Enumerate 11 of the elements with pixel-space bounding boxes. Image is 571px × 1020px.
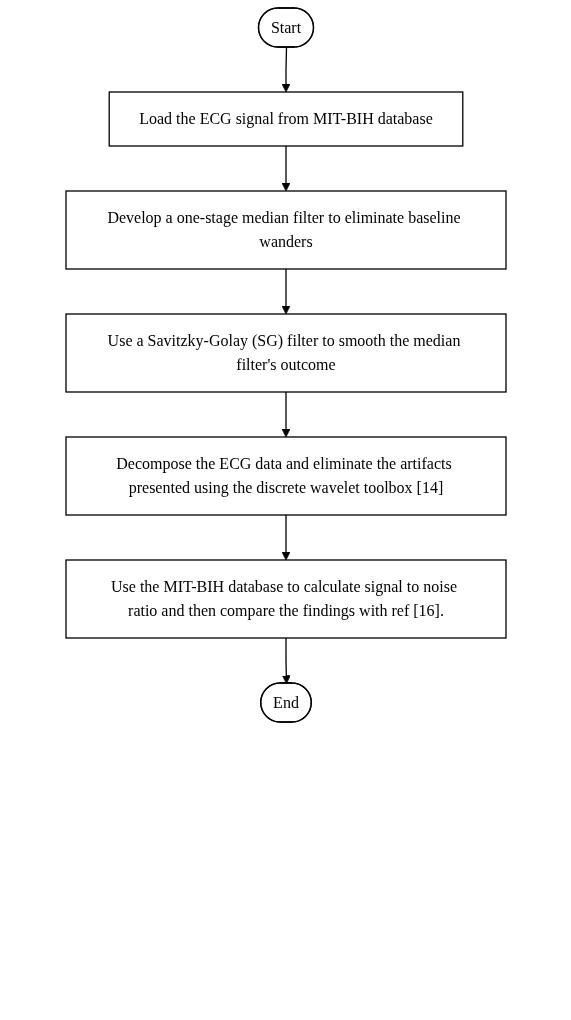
arrow — [281, 391, 290, 438]
arrow — [281, 268, 290, 315]
node-box: Decompose the ECG data and eliminate the artifacts presented using the discrete wavelet toolbox [14] — [64, 436, 507, 516]
arrow — [281, 637, 291, 684]
arrow — [281, 46, 290, 93]
node-box: Use a Savitzky-Golay (SG) filter to smooth the median filter's outcome — [64, 313, 507, 393]
arrow — [281, 514, 290, 561]
node-box: Develop a one-stage median filter to eliminate baseline wanders — [64, 190, 507, 270]
node-box: Load the ECG signal from MIT-BIH database — [108, 91, 463, 147]
node-box: Use the MIT-BIH database to calculate signal to noise ratio and then compare the findings with ref [16]. — [64, 559, 507, 639]
arrow — [281, 145, 290, 192]
